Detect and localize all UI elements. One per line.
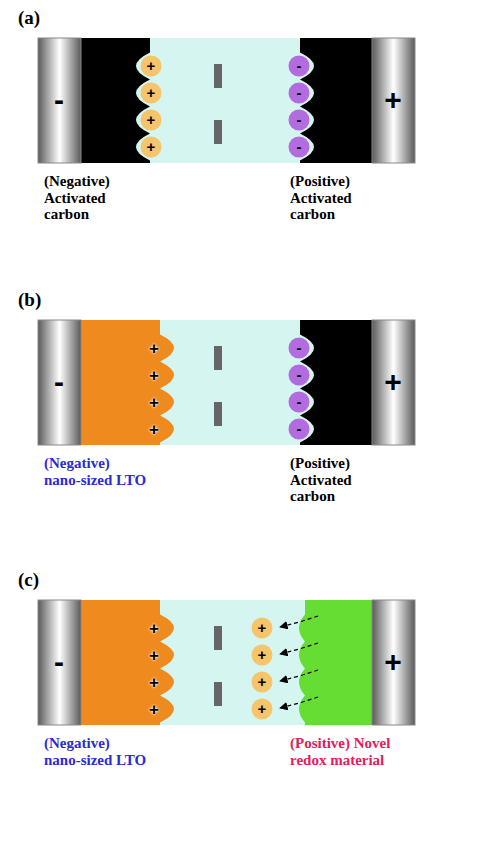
panel-letter: (c)	[18, 569, 39, 591]
current-collector	[372, 320, 415, 445]
ion-circle: -	[288, 55, 310, 77]
charge-sign: +	[149, 394, 159, 411]
terminal-sign: -	[54, 85, 64, 115]
ion-charge: +	[140, 55, 162, 77]
electron-arrow	[280, 697, 318, 708]
cell-panel	[38, 320, 415, 445]
terminal-sign: -	[54, 647, 64, 677]
current-collector	[38, 38, 81, 163]
ion-circle: -	[288, 82, 310, 104]
current-collector	[38, 600, 81, 725]
positive-electrode	[300, 320, 372, 445]
panel-letter: (b)	[18, 289, 41, 311]
ion-charge: -	[288, 82, 310, 104]
terminal-sign: +	[384, 647, 402, 677]
charge-sign: +	[149, 421, 159, 438]
ion-charge: +	[251, 617, 273, 639]
panel-letter: (a)	[18, 7, 40, 29]
ion-charge: +	[140, 82, 162, 104]
ion-circle: +	[140, 55, 162, 77]
positive-electrode	[300, 38, 372, 163]
negative-electrode	[80, 600, 174, 725]
ion-charge: -	[288, 364, 310, 386]
current-collector	[38, 320, 81, 445]
ion-circle: +	[251, 698, 273, 720]
electrode-caption: (Negative) nano-sized LTO	[44, 455, 148, 488]
separator	[214, 402, 222, 426]
ion-circle: +	[251, 671, 273, 693]
ion-circle: +	[140, 109, 162, 131]
separator	[214, 626, 222, 650]
charge-sign: +	[149, 701, 159, 718]
terminal-sign: +	[384, 85, 402, 115]
current-collector	[372, 600, 415, 725]
ion-circle: -	[288, 337, 310, 359]
electrode-caption: (Negative) Activated carbon	[44, 173, 148, 223]
separator	[214, 346, 222, 370]
cell-panel	[38, 38, 415, 163]
ion-circle: -	[288, 109, 310, 131]
ion-charge: +	[140, 136, 162, 158]
terminal-sign: -	[54, 367, 64, 397]
cell-panel	[38, 600, 415, 725]
negative-electrode	[80, 38, 150, 163]
current-collector	[372, 38, 415, 163]
electrode-caption: (Negative) nano-sized LTO	[44, 735, 148, 768]
ion-circle: +	[140, 82, 162, 104]
ion-circle: +	[251, 617, 273, 639]
ion-circle: +	[251, 644, 273, 666]
ion-charge: +	[251, 671, 273, 693]
ion-charge: +	[251, 698, 273, 720]
ion-circle: -	[288, 391, 310, 413]
electrolyte	[38, 320, 415, 445]
ion-charge: -	[288, 109, 310, 131]
electrode-caption: (Positive) Novel redox material	[290, 735, 394, 768]
separator	[214, 64, 222, 88]
terminal-sign: +	[384, 367, 402, 397]
charge-sign: +	[149, 367, 159, 384]
ion-charge: -	[288, 136, 310, 158]
charge-sign: +	[149, 647, 159, 664]
ion-charge: -	[288, 391, 310, 413]
electrolyte	[38, 38, 415, 163]
electron-arrow	[280, 616, 318, 627]
charge-sign: +	[149, 340, 159, 357]
electron-arrow	[280, 643, 318, 654]
charge-sign: +	[149, 620, 159, 637]
ion-charge: -	[288, 55, 310, 77]
separator	[214, 682, 222, 706]
ion-charge: -	[288, 337, 310, 359]
ion-charge: +	[140, 109, 162, 131]
ion-circle: +	[140, 136, 162, 158]
negative-electrode	[80, 320, 174, 445]
ion-circle: -	[288, 418, 310, 440]
electrolyte	[38, 600, 415, 725]
charge-sign: +	[149, 674, 159, 691]
ion-charge: -	[288, 418, 310, 440]
electron-arrow	[280, 670, 318, 681]
electrode-caption: (Positive) Activated carbon	[290, 455, 394, 505]
ion-circle: -	[288, 364, 310, 386]
electrode-caption: (Positive) Activated carbon	[290, 173, 394, 223]
separator	[214, 120, 222, 144]
ion-circle: -	[288, 136, 310, 158]
ion-charge: +	[251, 644, 273, 666]
